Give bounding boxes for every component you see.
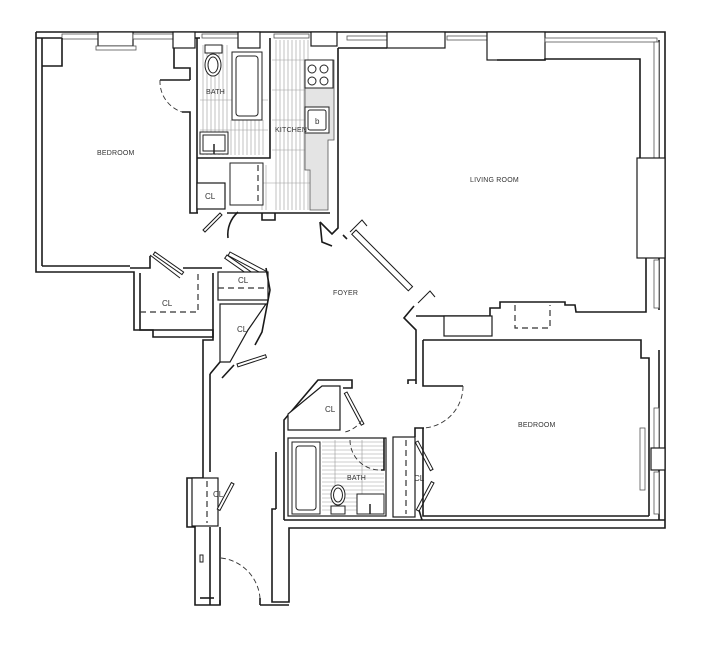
closet-cluster-left: CL CL CL [130, 251, 271, 379]
entry: CL [191, 452, 277, 605]
windows [61, 31, 666, 515]
closet-6-area: CL [392, 427, 435, 521]
closet-5-area: CL [283, 379, 365, 520]
exterior-walls [35, 31, 666, 606]
room-label-bath-2: BATH [347, 475, 366, 482]
closet-label-4: CL [237, 325, 248, 334]
closet-label-7: CL [213, 490, 224, 499]
closet-label-5: CL [325, 405, 336, 414]
bath-2: BATH [287, 437, 387, 517]
kitchen: b KITCHEN [227, 40, 335, 221]
faucet-glyph: b [315, 117, 320, 126]
closet-1: CL [196, 182, 239, 239]
bath-1: BATH [196, 38, 271, 213]
closet-label-3: CL [238, 276, 249, 285]
closet-label-2: CL [162, 299, 173, 308]
bedroom-2: BEDROOM [422, 339, 650, 517]
living-room: LIVING ROOM [319, 47, 647, 384]
room-label-bedroom-1: BEDROOM [97, 150, 135, 157]
bedroom-1: BEDROOM [42, 38, 198, 267]
closet-label-6: CL [414, 474, 425, 483]
room-label-bedroom-2: BEDROOM [518, 422, 556, 429]
closet-label-1: CL [205, 192, 216, 201]
room-label-living-room: LIVING ROOM [470, 177, 519, 184]
foyer: FOYER [149, 221, 416, 384]
room-label-kitchen: KITCHEN [275, 127, 307, 134]
room-label-foyer: FOYER [333, 290, 358, 297]
room-label-bath-1: BATH [206, 89, 225, 96]
